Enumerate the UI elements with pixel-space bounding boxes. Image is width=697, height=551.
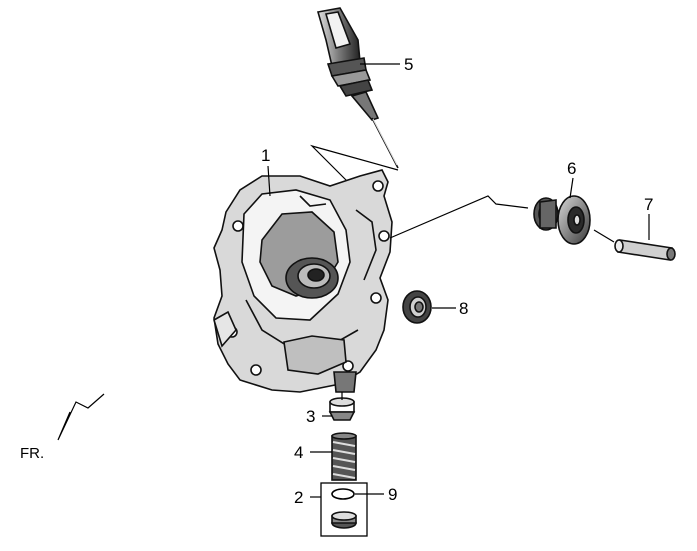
crankcase-cover-part xyxy=(213,169,393,393)
gear-part xyxy=(533,195,591,245)
o-ring-part xyxy=(331,488,355,500)
callout-3: 3 xyxy=(306,407,315,426)
callout-2: 2 xyxy=(294,488,303,507)
callout-7: 7 xyxy=(644,195,653,214)
callout-6-leader xyxy=(569,177,574,199)
oil-seal-part xyxy=(402,290,432,324)
gear-leader-line xyxy=(389,195,529,239)
strainer-cap-part xyxy=(328,397,356,421)
shaft-part xyxy=(614,239,676,261)
front-direction-label: FR. xyxy=(20,445,44,462)
shaft-leader-line xyxy=(593,229,615,243)
dipstick-part xyxy=(316,7,399,169)
callout-8: 8 xyxy=(459,299,468,318)
callout-9: 9 xyxy=(388,485,397,504)
callout-5: 5 xyxy=(404,55,413,74)
spring-part xyxy=(331,432,357,481)
kit-box xyxy=(320,482,368,537)
front-direction-arrow xyxy=(57,393,105,441)
drain-plug-part xyxy=(331,511,357,529)
callout-1-leader xyxy=(267,165,271,197)
dipstick-leader-line xyxy=(309,144,399,197)
callout-6: 6 xyxy=(567,159,576,178)
callout-4: 4 xyxy=(294,443,303,462)
callout-1: 1 xyxy=(261,146,270,165)
